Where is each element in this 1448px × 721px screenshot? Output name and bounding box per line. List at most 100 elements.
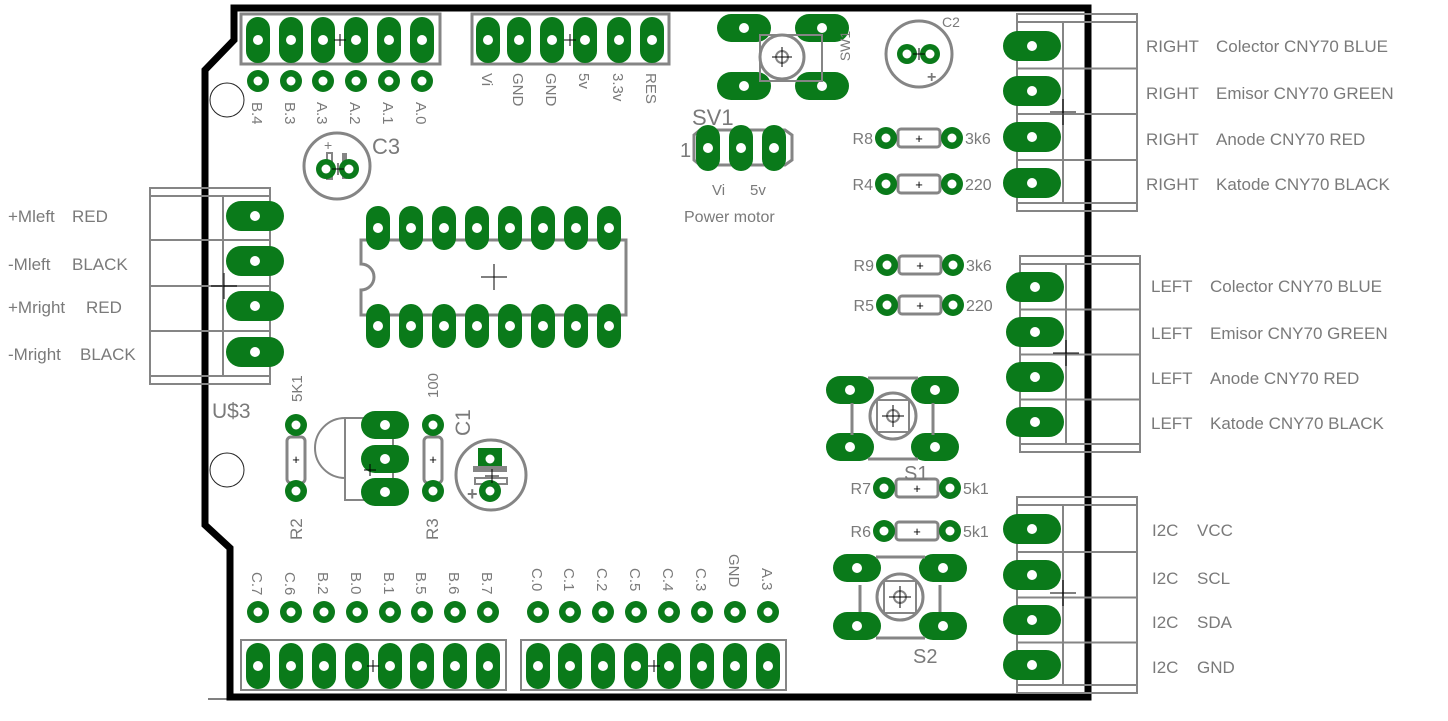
header-power-outline — [470, 12, 671, 66]
connector-signal-label: SCL — [1197, 569, 1230, 588]
resistor-value: 5k1 — [963, 524, 989, 541]
drill-hole — [565, 661, 575, 671]
drill-hole — [450, 661, 460, 671]
drill-hole — [882, 300, 892, 310]
component-label-c1: C1 — [452, 409, 475, 436]
drill-hole — [845, 442, 855, 452]
component-label-sv1: SV1 — [692, 105, 734, 130]
origin-cross: + — [429, 452, 437, 467]
header-bottom-left-outline — [240, 639, 507, 691]
drill-hole — [614, 35, 624, 45]
resistor-name: R6 — [851, 524, 872, 541]
drill-hole — [319, 607, 329, 617]
resistor-value: 5K1 — [289, 375, 306, 402]
pin-label: C.2 — [593, 568, 610, 591]
pin-label: 5v — [750, 182, 766, 199]
connector-side-label: LEFT — [1151, 277, 1193, 296]
motor-color-label: RED — [72, 207, 108, 226]
pin-label: B.5 — [412, 572, 429, 595]
switch-body — [858, 555, 942, 640]
drill-hole — [472, 321, 482, 331]
drill-hole — [373, 223, 383, 233]
drill-hole — [604, 321, 614, 331]
resistor-name: R5 — [854, 298, 875, 315]
resistor-body — [897, 254, 943, 276]
drill-hole — [938, 621, 948, 631]
drill-hole — [351, 76, 361, 86]
motor-color-label: BLACK — [80, 345, 136, 364]
terminal-outline — [1016, 13, 1138, 212]
polarity-plus-icon: + — [324, 137, 332, 153]
drill-hole — [319, 661, 329, 671]
drill-hole — [439, 223, 449, 233]
origin-cross: + — [913, 524, 921, 539]
connector-signal-label: SDA — [1197, 613, 1233, 632]
pin-label: C.7 — [248, 572, 265, 595]
capacitor-outline — [884, 19, 954, 89]
drill-hole — [428, 486, 438, 496]
drill-hole — [291, 420, 301, 430]
drill-hole — [881, 133, 891, 143]
connector-signal-label: Katode CNY70 BLACK — [1210, 414, 1385, 433]
resistor-name: R9 — [854, 258, 875, 275]
connector-side-label: RIGHT — [1146, 84, 1199, 103]
origin-cross: + — [916, 258, 924, 273]
resistor-name: R2 — [287, 518, 306, 540]
drill-hole — [483, 661, 493, 671]
drill-hole — [930, 442, 940, 452]
connector-signal-label: VCC — [1197, 521, 1233, 540]
ic-outline — [359, 238, 628, 317]
drill-hole — [845, 385, 855, 395]
drill-hole — [318, 35, 328, 45]
origin-cross: + — [913, 481, 921, 496]
pin-label: GND — [542, 73, 559, 107]
resistor-body — [894, 477, 940, 499]
drill-hole — [417, 35, 427, 45]
capacitor-outline — [454, 438, 528, 512]
drill-hole — [565, 607, 575, 617]
drill-hole — [253, 35, 263, 45]
drill-hole — [571, 321, 581, 331]
drill-hole — [879, 483, 889, 493]
drill-hole — [485, 486, 495, 496]
pin-label: B.1 — [380, 572, 397, 595]
drill-hole — [763, 607, 773, 617]
drill-hole — [817, 23, 827, 33]
drill-hole — [930, 385, 940, 395]
drill-hole — [344, 164, 354, 174]
pin-label: A.3 — [758, 568, 775, 591]
pin1-label: 1 — [680, 140, 691, 162]
switch-body — [883, 580, 917, 614]
polarity-plus-icon: + — [927, 69, 936, 86]
drill-hole — [253, 607, 263, 617]
drill-hole — [385, 607, 395, 617]
drill-hole — [703, 143, 713, 153]
drill-hole — [763, 661, 773, 671]
connector-bus-label: I2C — [1152, 658, 1178, 677]
origin-cross: + — [292, 452, 300, 467]
motor-signal-label: -Mleft — [8, 255, 51, 274]
origin-cross: + — [915, 131, 923, 146]
pin-label: B.2 — [314, 572, 331, 595]
pin-label: A.2 — [346, 102, 363, 125]
drill-hole — [450, 607, 460, 617]
drill-hole — [598, 661, 608, 671]
pin-label: Vi — [478, 73, 495, 86]
motor-color-label: RED — [86, 298, 122, 317]
drill-hole — [538, 321, 548, 331]
drill-hole — [647, 35, 657, 45]
connector-bus-label: I2C — [1152, 521, 1178, 540]
pin-label: 3.3v — [609, 73, 626, 102]
drill-hole — [598, 607, 608, 617]
pin-label: GND — [725, 554, 742, 588]
pin-label: C.4 — [659, 568, 676, 591]
origin-cross: + — [916, 298, 924, 313]
drill-hole — [439, 321, 449, 331]
drill-hole — [286, 35, 296, 45]
resistor-name: R3 — [423, 518, 442, 540]
drill-hole — [571, 223, 581, 233]
drill-hole — [697, 661, 707, 671]
connector-side-label: RIGHT — [1146, 175, 1199, 194]
connector-signal-label: GND — [1197, 658, 1235, 677]
